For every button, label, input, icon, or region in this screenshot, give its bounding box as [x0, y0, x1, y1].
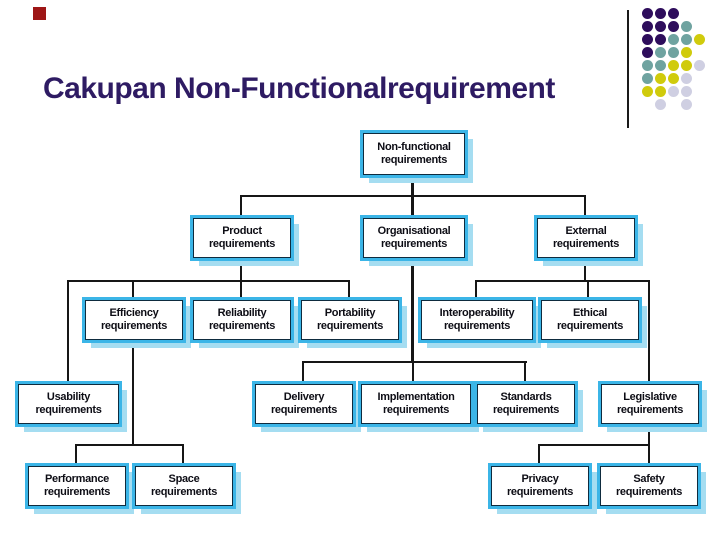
- connector-line: [75, 444, 184, 446]
- decorative-dot: [642, 73, 653, 84]
- decorative-dot: [655, 8, 666, 19]
- connector-line: [524, 361, 526, 384]
- connector-line: [302, 361, 304, 384]
- decorative-dot: [668, 60, 679, 71]
- decorative-dot: [681, 73, 692, 84]
- node-interoperability-requirements: Interoperability requirements: [421, 300, 533, 340]
- node-performance-requirements: Performance requirements: [28, 466, 126, 506]
- node-external-requirements: External requirements: [537, 218, 635, 258]
- connector-line: [67, 280, 69, 384]
- decorative-dot: [655, 99, 666, 110]
- node-portability-requirements: Portability requirements: [301, 300, 399, 340]
- connector-line: [240, 256, 242, 282]
- decorative-dot: [668, 47, 679, 58]
- decorative-dot: [668, 8, 679, 19]
- node-reliability-requirements: Reliability requirements: [193, 300, 291, 340]
- node-safety-requirements: Safety requirements: [600, 466, 698, 506]
- connector-line: [132, 280, 134, 300]
- connector-line: [538, 444, 650, 446]
- connector-line: [475, 280, 477, 300]
- connector-line: [411, 256, 414, 362]
- node-space-requirements: Space requirements: [135, 466, 233, 506]
- connector-line: [132, 338, 134, 446]
- decorative-dot: [655, 47, 666, 58]
- node-efficiency-requirements: Efficiency requirements: [85, 300, 183, 340]
- connector-line: [475, 280, 650, 282]
- decorative-dot: [642, 8, 653, 19]
- decorative-dot: [655, 34, 666, 45]
- connector-line: [584, 195, 586, 218]
- decorative-dot: [642, 60, 653, 71]
- connector-line: [302, 361, 527, 363]
- node-legislative-requirements: Legislative requirements: [601, 384, 699, 424]
- connector-line: [538, 444, 540, 466]
- decorative-dot: [642, 86, 653, 97]
- decorative-dot: [668, 86, 679, 97]
- decorative-dot: [655, 73, 666, 84]
- node-standards-requirements: Standards requirements: [477, 384, 575, 424]
- decorative-dot: [681, 86, 692, 97]
- decorative-dot: [668, 34, 679, 45]
- divider-line: [627, 10, 629, 128]
- node-privacy-requirements: Privacy requirements: [491, 466, 589, 506]
- decorative-dot: [694, 34, 705, 45]
- connector-line: [67, 280, 350, 282]
- decorative-dot: [681, 21, 692, 32]
- node-ethical-requirements: Ethical requirements: [541, 300, 639, 340]
- decorative-dot: [655, 21, 666, 32]
- decorative-dot: [681, 34, 692, 45]
- decorative-dot: [655, 86, 666, 97]
- node-product-requirements: Product requirements: [193, 218, 291, 258]
- connector-line: [648, 280, 650, 384]
- connector-line: [240, 195, 242, 218]
- decorative-dot: [642, 34, 653, 45]
- decorative-dot: [655, 60, 666, 71]
- corner-marker: [33, 7, 46, 20]
- connector-line: [240, 280, 242, 300]
- connector-line: [587, 280, 589, 300]
- connector-line: [75, 444, 77, 466]
- decorative-dot: [681, 60, 692, 71]
- page-title: Cakupan Non-Functionalrequirement: [43, 72, 555, 105]
- connector-line: [412, 361, 414, 384]
- node-implementation-requirements: Implementation requirements: [361, 384, 471, 424]
- decorative-dot: [681, 99, 692, 110]
- decorative-dot: [681, 47, 692, 58]
- decorative-dot: [642, 47, 653, 58]
- node-delivery-requirements: Delivery requirements: [255, 384, 353, 424]
- dots-pattern: [642, 8, 717, 118]
- connector-line: [348, 280, 350, 300]
- decorative-dot: [694, 60, 705, 71]
- decorative-dot: [642, 21, 653, 32]
- connector-line: [584, 256, 586, 282]
- decorative-dot: [668, 73, 679, 84]
- decorative-dot: [668, 21, 679, 32]
- node-usability-requirements: Usability requirements: [18, 384, 119, 424]
- node-nonfunctional-requirements: Non-functional requirements: [363, 133, 465, 175]
- node-organisational-requirements: Organisational requirements: [363, 218, 465, 258]
- connector-line: [182, 444, 184, 466]
- connector-line: [240, 195, 586, 197]
